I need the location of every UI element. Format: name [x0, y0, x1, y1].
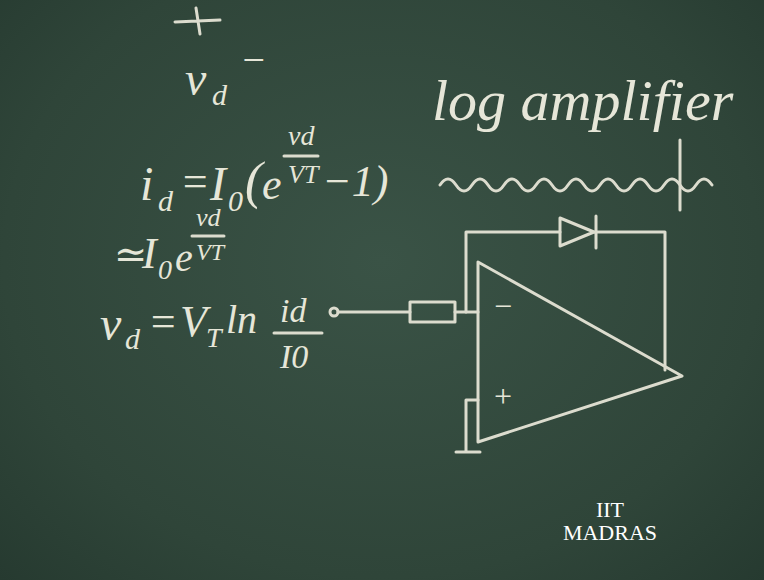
partial-mark — [175, 8, 220, 34]
chalk-text: id — [280, 294, 306, 328]
chalk-text: I0 — [280, 340, 308, 374]
chalk-text: i — [140, 160, 153, 208]
chalk-text: e — [175, 238, 193, 278]
diode-symbol — [560, 216, 596, 248]
chalk-text: d — [158, 186, 173, 216]
chalk-text: ( — [245, 155, 262, 207]
chalk-text: 0 — [228, 186, 243, 216]
chalk-text: − — [492, 290, 514, 322]
chalk-text: 0 — [158, 256, 172, 284]
feedback-wire — [466, 232, 665, 370]
chalk-text: ln — [226, 300, 257, 340]
input-wire — [338, 311, 478, 314]
chalk-text: d — [212, 80, 227, 110]
fraction-bar — [274, 332, 322, 335]
wavy-underline — [440, 179, 712, 191]
chalk-text: + — [492, 380, 514, 412]
chalk-text: vd — [288, 122, 314, 150]
chalk-text: d — [125, 324, 140, 354]
chalk-text: = — [180, 160, 210, 204]
ground-symbol — [456, 400, 480, 452]
fraction-bar — [284, 155, 318, 158]
chalk-text: −1) — [322, 160, 388, 204]
resistor-symbol — [410, 302, 455, 322]
chalk-text: v — [100, 300, 121, 348]
chalk-text: VT — [288, 162, 318, 188]
fraction-bar — [192, 235, 224, 238]
chalk-text: e — [262, 163, 282, 207]
title: log amplifier — [432, 72, 733, 130]
chalk-text: V — [180, 300, 207, 344]
watermark: IIT MADRAS — [555, 498, 665, 544]
chalk-text: T — [206, 324, 222, 352]
chalk-text: = — [148, 300, 178, 344]
chalk-text: I — [210, 160, 226, 208]
chalk-text: vd — [196, 205, 221, 231]
chalk-text: v — [185, 55, 206, 103]
chalk-text: I — [142, 232, 157, 276]
chalk-tick — [679, 140, 682, 210]
opamp-symbol — [478, 262, 682, 442]
chalk-text: − — [240, 40, 267, 80]
chalk-text: VT — [196, 240, 224, 264]
